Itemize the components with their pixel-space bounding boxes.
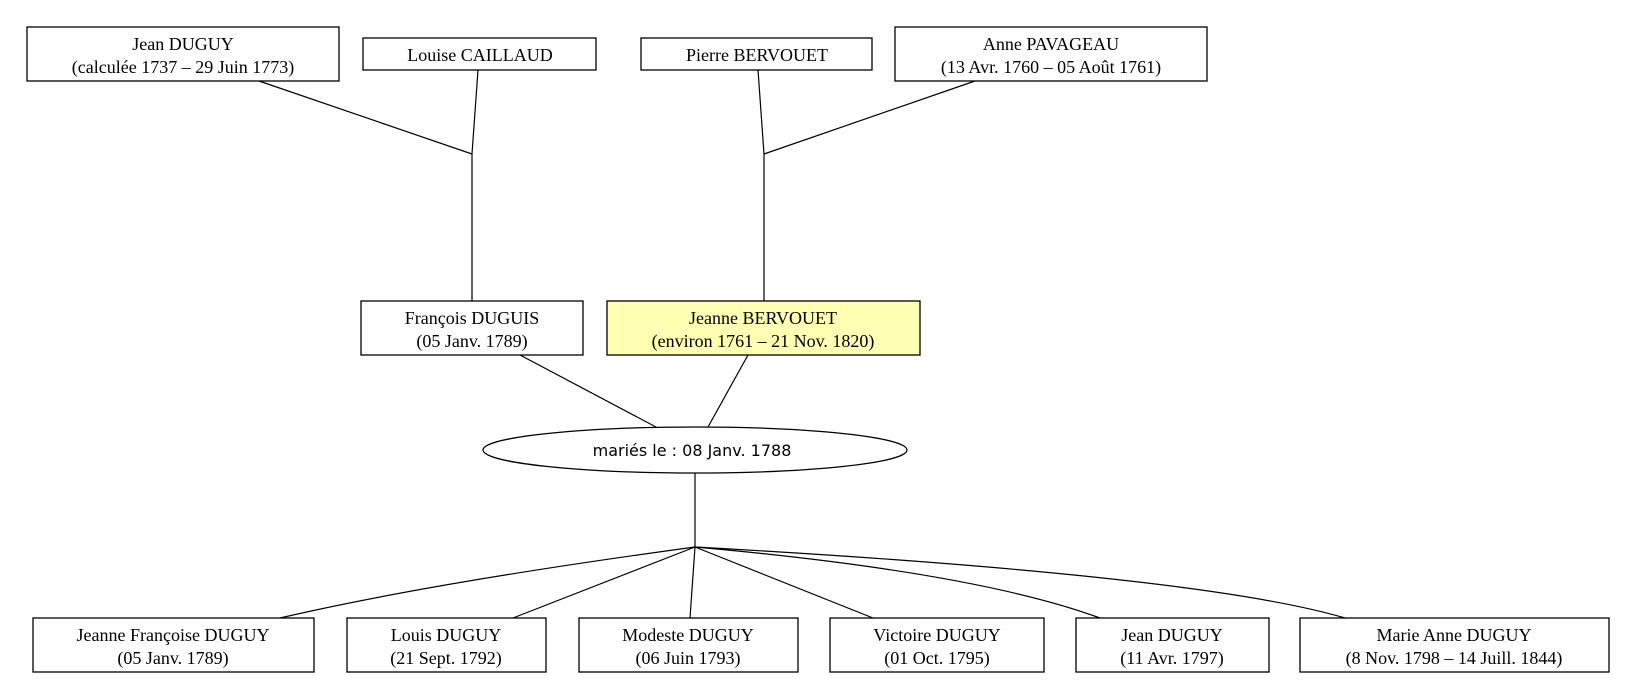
person-dates: (01 Oct. 1795) [884, 648, 989, 669]
parent-node-highlighted[interactable]: Jeanne BERVOUET (environ 1761 – 21 Nov. … [606, 300, 921, 356]
person-name: Victoire DUGUY [873, 625, 1000, 645]
edge-hub-to-child-1 [279, 546, 696, 619]
person-dates: (06 Juin 1793) [636, 648, 741, 669]
parent-node[interactable]: François DUGUIS (05 Janv. 1789) [360, 300, 584, 356]
person-box-highlighted [606, 300, 921, 356]
edge-jeanne-to-marriage [707, 354, 749, 428]
person-name: François DUGUIS [405, 308, 540, 328]
person-box [1075, 617, 1270, 673]
person-box [360, 300, 584, 356]
edge-jean-to-francois [258, 80, 473, 155]
edge-hub-to-child-5 [694, 546, 1101, 619]
person-name: Louis DUGUY [391, 625, 502, 645]
person-box [26, 26, 340, 82]
child-node[interactable]: Modeste DUGUY (06 Juin 1793) [578, 617, 799, 673]
edge-francois-to-marriage [519, 354, 657, 428]
edge-hub-to-child-4 [694, 546, 874, 619]
person-box [578, 617, 799, 673]
marriage-ellipse [482, 426, 908, 474]
person-box [894, 26, 1208, 82]
person-box [829, 617, 1045, 673]
child-node[interactable]: Louis DUGUY (21 Sept. 1792) [346, 617, 547, 673]
child-node[interactable]: Victoire DUGUY (01 Oct. 1795) [829, 617, 1045, 673]
grandparent-node[interactable]: Jean DUGUY (calculée 1737 – 29 Juin 1773… [26, 26, 340, 82]
person-name: Jean DUGUY [1121, 625, 1222, 645]
person-dates: (05 Janv. 1789) [117, 648, 228, 669]
child-node[interactable]: Jeanne Françoise DUGUY (05 Janv. 1789) [32, 617, 315, 673]
person-name: Jean DUGUY [132, 34, 233, 54]
child-node[interactable]: Jean DUGUY (11 Avr. 1797) [1075, 617, 1270, 673]
person-name: Anne PAVAGEAU [983, 34, 1119, 54]
person-dates: (environ 1761 – 21 Nov. 1820) [652, 331, 875, 352]
edge-anne-to-jeanne [763, 80, 976, 155]
child-node[interactable]: Marie Anne DUGUY (8 Nov. 1798 – 14 Juill… [1299, 617, 1610, 673]
person-dates: (8 Nov. 1798 – 14 Juill. 1844) [1346, 648, 1563, 669]
connector-lines [258, 69, 1346, 619]
edge-hub-to-child-6 [694, 546, 1346, 619]
grandparent-node[interactable]: Louise CAILLAUD [362, 37, 597, 71]
person-name: Jeanne BERVOUET [689, 308, 837, 328]
edge-hub-to-child-2 [512, 546, 696, 619]
person-name: Modeste DUGUY [622, 625, 753, 645]
edge-hub-to-child-3 [689, 546, 696, 619]
person-name: Marie Anne DUGUY [1377, 625, 1532, 645]
marriage-label: mariés le : 08 Janv. 1788 [593, 441, 792, 460]
person-box [1299, 617, 1610, 673]
person-name: Pierre BERVOUET [686, 45, 828, 65]
person-name: Louise CAILLAUD [407, 45, 552, 65]
person-dates: (21 Sept. 1792) [390, 648, 502, 669]
person-dates: (13 Avr. 1760 – 05 Août 1761) [941, 57, 1161, 78]
edge-pierre-to-jeanne [757, 69, 765, 155]
person-box [362, 37, 597, 71]
person-box [346, 617, 547, 673]
edge-louise-to-francois [471, 69, 479, 155]
person-dates: (calculée 1737 – 29 Juin 1773) [72, 57, 294, 78]
person-name: Jeanne Françoise DUGUY [77, 625, 270, 645]
grandparent-node[interactable]: Pierre BERVOUET [640, 37, 873, 71]
person-box [32, 617, 315, 673]
person-dates: (05 Janv. 1789) [416, 331, 527, 352]
grandparent-node[interactable]: Anne PAVAGEAU (13 Avr. 1760 – 05 Août 17… [894, 26, 1208, 82]
person-box [640, 37, 873, 71]
marriage-node[interactable]: mariés le : 08 Janv. 1788 [482, 426, 908, 474]
person-dates: (11 Avr. 1797) [1120, 648, 1224, 669]
